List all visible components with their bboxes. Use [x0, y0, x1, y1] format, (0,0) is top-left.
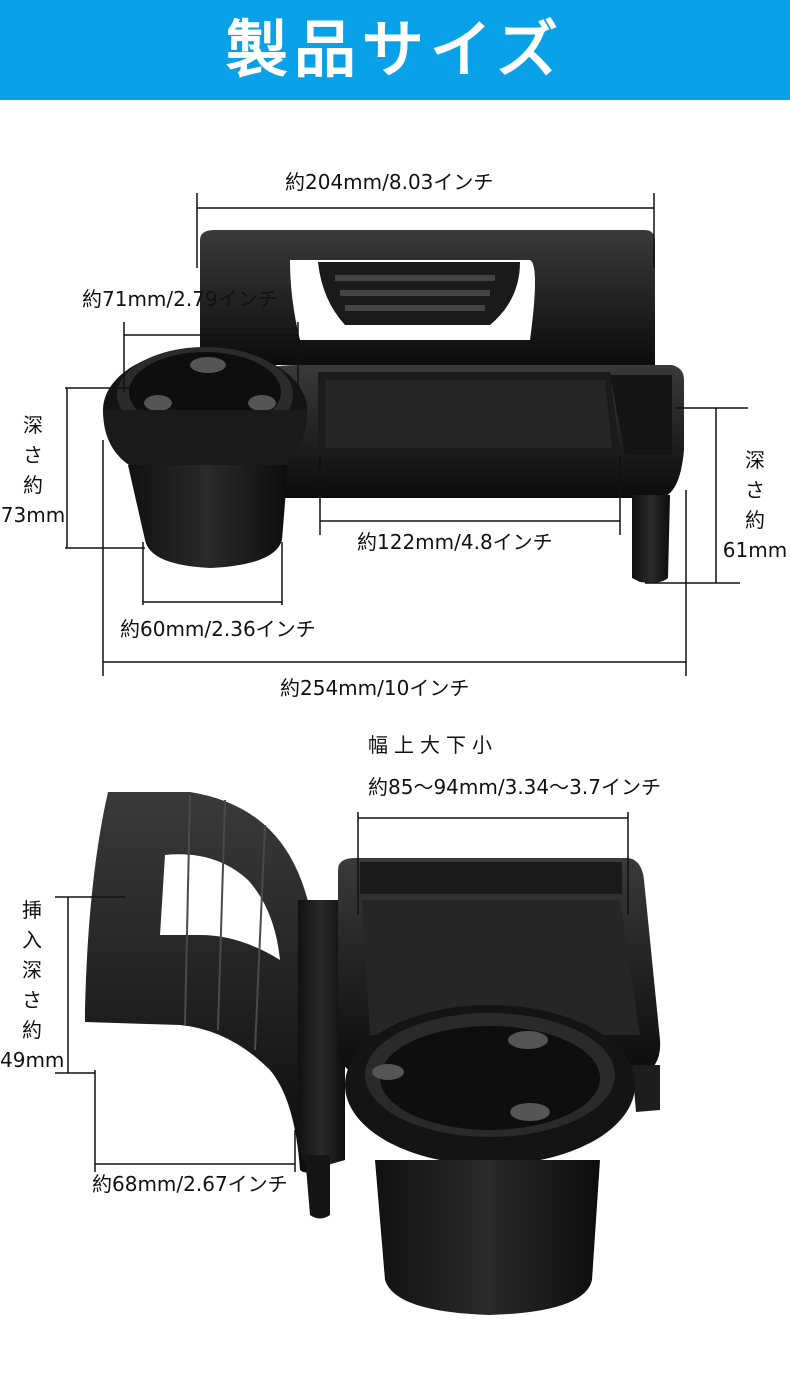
insert-depth-char-1: 挿 — [22, 898, 42, 922]
dimension-width-top: 約204mm/8.03インチ — [285, 170, 494, 194]
dimension-cup-width: 約71mm/2.79インチ — [82, 287, 278, 311]
depth-right-char-1: 深 — [745, 448, 765, 472]
dimension-tab-width: 約68mm/2.67インチ — [92, 1172, 288, 1196]
depth-left-value: 73mm — [0, 503, 66, 527]
depth-right-value: 61mm — [722, 538, 788, 562]
page-title: 製品サイズ — [225, 13, 565, 86]
dimension-width-bottom: 約254mm/10インチ — [280, 676, 470, 700]
insert-depth-value: 49mm — [0, 1048, 65, 1072]
header-banner: 製品サイズ — [0, 0, 790, 100]
depth-left-char-3: 約 — [23, 473, 43, 497]
bottom-product-image — [85, 792, 661, 1315]
depth-left-char-1: 深 — [23, 413, 43, 437]
dimension-lines — [55, 193, 748, 1172]
dimension-width-range: 約85〜94mm/3.34〜3.7インチ — [368, 775, 661, 799]
dimension-tray-width: 約122mm/4.8インチ — [357, 530, 553, 554]
insert-depth-char-3: 深 — [22, 958, 42, 982]
dimension-cup-bottom-width: 約60mm/2.36インチ — [120, 617, 316, 641]
insert-depth-char-2: 入 — [22, 928, 42, 952]
dimension-insert-depth: 挿 入 深 さ 約 49mm — [0, 895, 64, 1075]
width-range-title: 幅上大下小 — [368, 733, 498, 757]
product-illustration — [55, 193, 748, 1315]
top-product-image — [103, 230, 684, 583]
insert-depth-char-4: さ — [22, 988, 42, 1012]
insert-depth-char-5: 約 — [22, 1018, 42, 1042]
depth-right-char-2: さ — [745, 478, 765, 502]
dimension-depth-left: 深 さ 約 73mm — [0, 410, 66, 530]
depth-right-char-3: 約 — [745, 508, 765, 532]
depth-left-char-2: さ — [23, 443, 43, 467]
dimension-depth-right: 深 さ 約 61mm — [720, 445, 790, 565]
